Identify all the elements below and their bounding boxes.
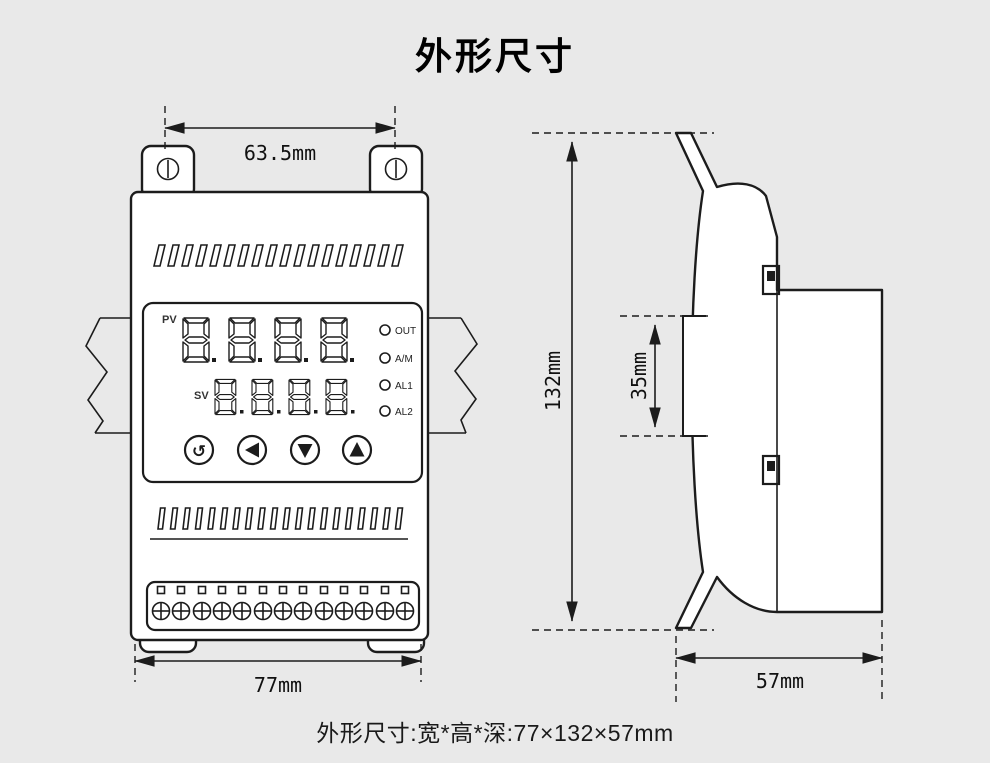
front-view: PV SV bbox=[85, 106, 478, 697]
page-title: 外形尺寸 bbox=[415, 36, 575, 77]
screw-hole-icon bbox=[384, 157, 408, 181]
dim-hole-spacing-label: 63.5mm bbox=[244, 141, 316, 165]
indicator-leds: OUT A/M AL1 AL2 bbox=[379, 324, 416, 418]
left-button bbox=[236, 434, 268, 466]
rail-break-right bbox=[453, 317, 478, 434]
dim-depth: 57mm bbox=[675, 620, 883, 702]
dimensions-caption: 外形尺寸:宽*高*深:77×132×57mm bbox=[316, 720, 674, 746]
led-al1-label: AL1 bbox=[395, 381, 413, 392]
sv-display bbox=[214, 378, 355, 416]
vent-slots-bottom bbox=[155, 506, 405, 531]
pv-label: PV bbox=[162, 314, 177, 326]
rail-break-left bbox=[85, 317, 108, 434]
cycle-icon: ↺ bbox=[192, 442, 206, 462]
down-arrow-icon bbox=[297, 444, 313, 458]
terminal-block bbox=[145, 580, 421, 632]
display-bezel bbox=[141, 301, 424, 484]
up-arrow-icon bbox=[349, 442, 365, 457]
dim-depth-label: 57mm bbox=[756, 669, 804, 693]
vent-slots-top bbox=[152, 243, 404, 268]
left-arrow-icon bbox=[245, 442, 259, 458]
down-button bbox=[289, 434, 321, 466]
pv-display bbox=[182, 317, 354, 363]
side-view: 132mm 35mm 57mm bbox=[532, 131, 884, 702]
sv-label: SV bbox=[194, 390, 209, 402]
led-al2-label: AL2 bbox=[395, 407, 413, 418]
led-out-icon bbox=[379, 324, 391, 336]
screw-hole-icon bbox=[156, 157, 180, 181]
dim-rail: 35mm bbox=[620, 315, 708, 437]
led-al1-icon bbox=[379, 379, 391, 391]
led-al2-icon bbox=[379, 405, 391, 417]
dim-height-label: 132mm bbox=[541, 351, 565, 411]
up-button bbox=[341, 434, 373, 466]
led-out-label: OUT bbox=[395, 326, 416, 337]
side-profile bbox=[674, 131, 884, 630]
front-buttons: ↺ bbox=[183, 434, 373, 466]
led-am-label: A/M bbox=[395, 354, 413, 365]
cycle-button bbox=[183, 434, 215, 466]
dim-rail-label: 35mm bbox=[627, 352, 651, 400]
din-rail bbox=[85, 317, 478, 434]
dim-width: 77mm bbox=[134, 644, 422, 697]
dim-height: 132mm bbox=[532, 132, 714, 631]
dim-hole-spacing: 63.5mm bbox=[164, 106, 396, 165]
side-clip-top bbox=[761, 264, 781, 296]
dim-width-label: 77mm bbox=[254, 673, 302, 697]
display-panel: PV SV bbox=[141, 301, 424, 484]
led-am-icon bbox=[379, 352, 391, 364]
rail-grab-block bbox=[682, 315, 706, 437]
side-clip-bottom bbox=[761, 454, 781, 486]
